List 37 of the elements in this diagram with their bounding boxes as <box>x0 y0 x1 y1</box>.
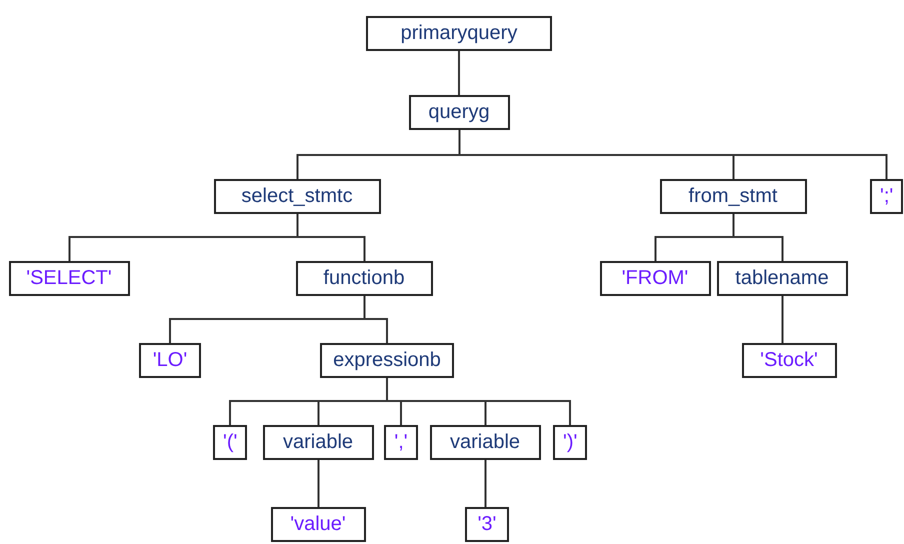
node-label: select_stmtc <box>241 185 353 208</box>
node-label: 'FROM' <box>622 267 688 290</box>
node-label: primaryquery <box>400 22 518 45</box>
tree-connector <box>782 296 784 343</box>
node-label: tablename <box>735 267 829 290</box>
tree-connector <box>732 214 784 261</box>
tree-connector <box>484 460 486 507</box>
token-node <box>139 343 201 378</box>
token-node <box>465 507 509 542</box>
token-node <box>384 425 418 460</box>
token-node <box>742 343 836 378</box>
node-label: 'value' <box>290 513 346 536</box>
node-label: '3' <box>478 513 496 536</box>
node-label: ',' <box>394 431 408 454</box>
node-label: queryg <box>428 101 490 124</box>
tree-connector <box>318 460 320 507</box>
token-node <box>600 261 710 296</box>
token-node <box>213 425 248 460</box>
node-label: variable <box>282 431 354 454</box>
tree-connector <box>458 51 460 95</box>
token-node <box>270 507 366 542</box>
tree-connector <box>364 296 388 343</box>
node-label: 'LO' <box>152 349 188 372</box>
node-label: expressionb <box>333 349 441 372</box>
tree-connector <box>386 378 571 425</box>
node-label: ';' <box>880 185 894 208</box>
token-node <box>870 179 904 214</box>
node-label: variable <box>450 431 520 454</box>
node-label: from_stmt <box>688 185 778 208</box>
tree-connector <box>296 214 366 261</box>
node-label: ')' <box>563 431 578 454</box>
node-label: functionb <box>323 267 405 290</box>
token-node <box>553 425 588 460</box>
node-label: 'Stock' <box>760 349 818 372</box>
token-node <box>8 261 130 296</box>
node-label: '(' <box>223 431 238 454</box>
node-label: 'SELECT' <box>26 267 112 290</box>
